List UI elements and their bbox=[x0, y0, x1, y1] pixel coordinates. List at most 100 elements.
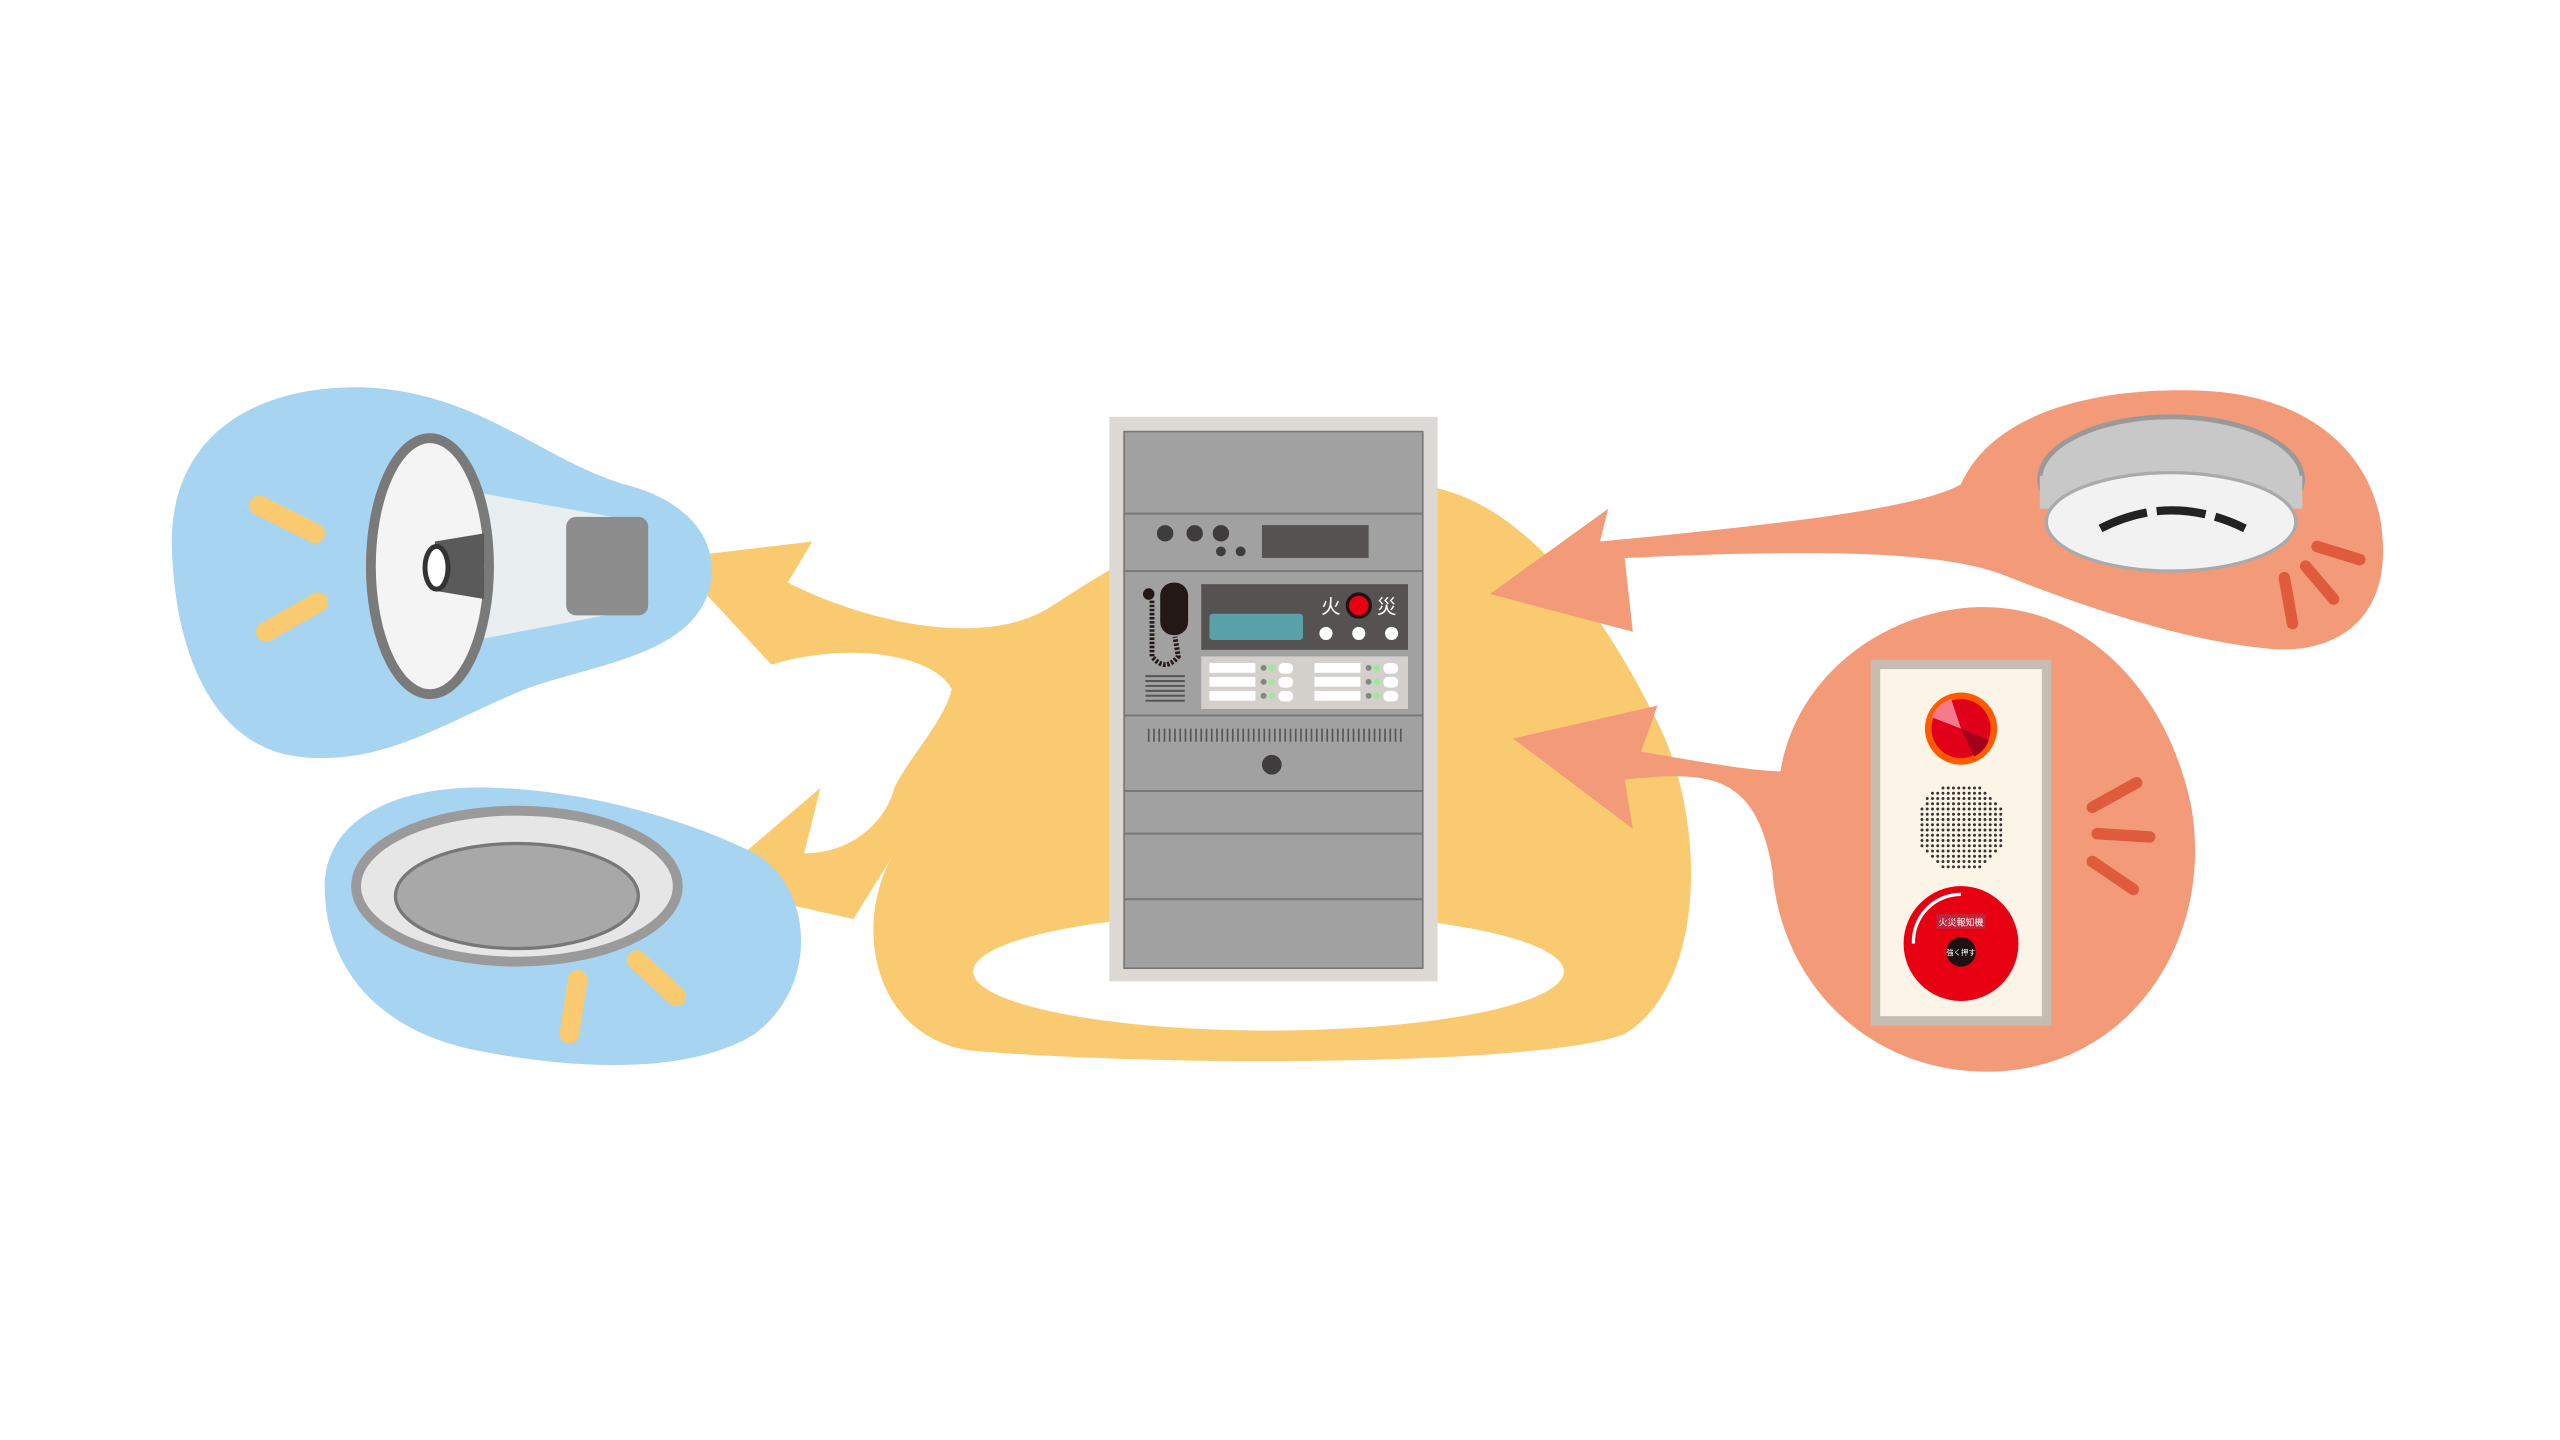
panel-buttons[interactable] bbox=[1319, 626, 1399, 640]
grille-dot bbox=[1936, 802, 1940, 806]
grille-dot bbox=[1936, 797, 1940, 800]
grille-dot bbox=[1952, 807, 1955, 811]
grille-dot bbox=[1962, 860, 1966, 864]
grille-dot bbox=[1962, 839, 1966, 843]
zone-led bbox=[1373, 692, 1380, 699]
grille-dot bbox=[1925, 802, 1929, 806]
microphone-icon[interactable] bbox=[1142, 582, 1189, 668]
grille-dot bbox=[1994, 849, 1997, 853]
grille-dot bbox=[1973, 786, 1976, 790]
grille-dot bbox=[1988, 854, 1992, 858]
alert-lines-icon bbox=[2278, 540, 2366, 630]
grille-dot bbox=[1930, 849, 1934, 853]
grille-dot bbox=[1967, 812, 1971, 816]
grille-dot bbox=[1967, 833, 1971, 837]
grille-dot bbox=[1962, 833, 1966, 837]
grille-dot bbox=[1978, 854, 1982, 858]
grille-dot bbox=[1983, 802, 1987, 806]
grille-dot bbox=[1952, 828, 1955, 832]
grille-dot bbox=[1946, 791, 1950, 795]
grille-dot bbox=[1952, 797, 1955, 800]
grille-dot bbox=[1962, 812, 1966, 816]
call-point-panel: 火災報知機 強く押す bbox=[1870, 659, 2052, 1026]
grille-dot bbox=[1978, 839, 1982, 843]
zone-led bbox=[1260, 692, 1267, 699]
grille-dot bbox=[1957, 854, 1961, 858]
grille-dot bbox=[1925, 839, 1929, 843]
grille-dot bbox=[1978, 860, 1982, 864]
control-knobs[interactable] bbox=[1156, 525, 1246, 557]
grille-dot bbox=[1930, 812, 1934, 816]
grille-dot bbox=[1920, 823, 1924, 827]
grille-dot bbox=[1973, 833, 1976, 837]
grille-dot bbox=[1973, 791, 1976, 795]
grille-dot bbox=[1941, 828, 1945, 832]
zone-button[interactable] bbox=[1383, 690, 1399, 702]
lcd-screen bbox=[1209, 613, 1303, 640]
grille-dot bbox=[1999, 812, 2003, 816]
grille-dot bbox=[1925, 823, 1929, 827]
grille-dot bbox=[1936, 818, 1940, 822]
grille-dot bbox=[1952, 860, 1955, 864]
grille-dot bbox=[1952, 823, 1955, 827]
grille-dot bbox=[1978, 791, 1982, 795]
grille-dot bbox=[1999, 844, 2003, 848]
grille-dot bbox=[1988, 807, 1992, 811]
grille-dot bbox=[1936, 849, 1940, 853]
grille-dot bbox=[1925, 844, 1929, 848]
grille-dot bbox=[1946, 828, 1950, 832]
grille-dot bbox=[1962, 828, 1966, 832]
grille-dot bbox=[1988, 833, 1992, 837]
press-label: 強く押す bbox=[1946, 948, 1976, 957]
grille-dot bbox=[1957, 833, 1961, 837]
grille-dot bbox=[1941, 844, 1945, 848]
zone-led bbox=[1268, 678, 1275, 685]
zone-label bbox=[1209, 676, 1256, 687]
grille-dot bbox=[1925, 828, 1929, 832]
grille-dot bbox=[1973, 802, 1976, 806]
grille-dot bbox=[1957, 807, 1961, 811]
grille-dot bbox=[1973, 865, 1976, 869]
grille-dot bbox=[1983, 812, 1987, 816]
zone-button[interactable] bbox=[1278, 662, 1294, 674]
grille-dot bbox=[1946, 844, 1950, 848]
zone-button[interactable] bbox=[1383, 676, 1399, 688]
push-button[interactable]: 火災報知機 強く押す bbox=[1903, 886, 2019, 1002]
zone-button[interactable] bbox=[1383, 662, 1399, 674]
grille-dot bbox=[1999, 823, 2003, 827]
grille-dot bbox=[1941, 849, 1945, 853]
grille-dot bbox=[1952, 854, 1955, 858]
grille-dot bbox=[1957, 849, 1961, 853]
grille-dot bbox=[1978, 807, 1982, 811]
zone-button[interactable] bbox=[1278, 676, 1294, 688]
grille-dot bbox=[1978, 828, 1982, 832]
grille-dot bbox=[1941, 860, 1945, 864]
grille-dot bbox=[1962, 797, 1966, 800]
sound-lines-icon bbox=[249, 495, 329, 642]
zone-label bbox=[1209, 662, 1256, 673]
grille-dot bbox=[1978, 818, 1982, 822]
megaphone-icon bbox=[365, 433, 649, 700]
grille-dot bbox=[1973, 839, 1976, 843]
grille-dot bbox=[1957, 786, 1961, 790]
zone-led bbox=[1268, 692, 1275, 699]
grille-dot bbox=[1978, 849, 1982, 853]
grille-dot bbox=[1988, 818, 1992, 822]
grille-dot bbox=[1988, 844, 1992, 848]
grille-dot bbox=[1988, 839, 1992, 843]
vent-slots bbox=[1147, 728, 1402, 742]
grille-dot bbox=[1983, 833, 1987, 837]
grille-dot bbox=[1941, 791, 1945, 795]
grille-dot bbox=[1920, 844, 1924, 848]
grille-dot bbox=[1962, 844, 1966, 848]
grille-dot bbox=[1936, 823, 1940, 827]
grille-dot bbox=[1946, 860, 1950, 864]
grille-dot bbox=[1967, 818, 1971, 822]
cabinet-lock[interactable] bbox=[1261, 754, 1282, 775]
grille-dot bbox=[1946, 833, 1950, 837]
grille-dot bbox=[1983, 839, 1987, 843]
zone-button[interactable] bbox=[1278, 690, 1294, 702]
grille-dot bbox=[1920, 833, 1924, 837]
grille-dot bbox=[1962, 849, 1966, 853]
